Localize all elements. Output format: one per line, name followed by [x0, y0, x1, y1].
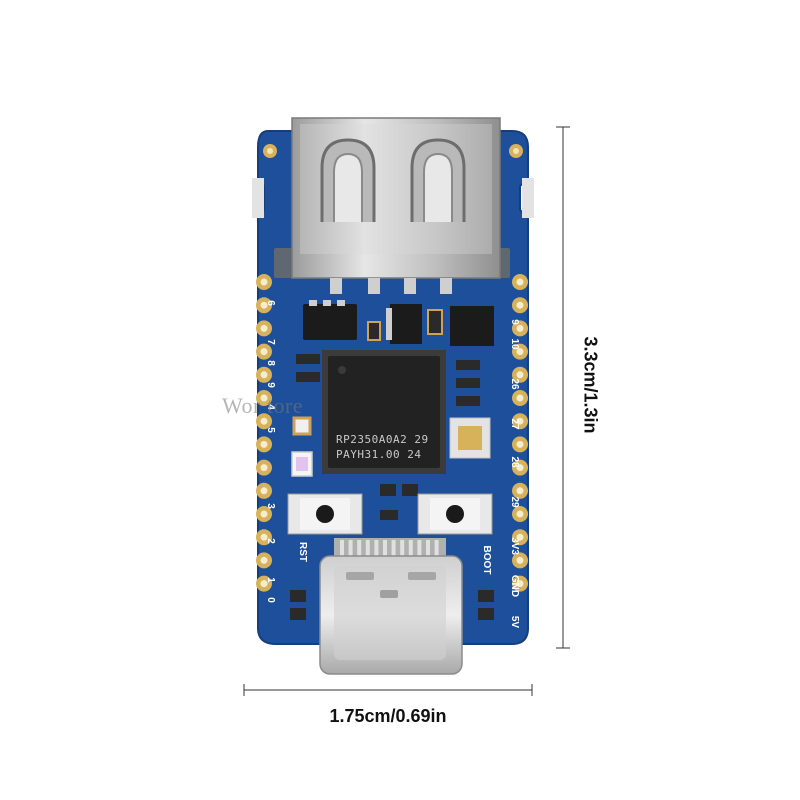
width-dimension-label: 1.75cm/0.69in — [329, 706, 447, 726]
left-pin-label: 0 — [265, 597, 276, 603]
castellated-pad — [512, 343, 528, 360]
usb-c-pin — [400, 540, 405, 558]
castellated-pad — [256, 529, 272, 546]
reset-button[interactable] — [287, 493, 363, 535]
usb-c-pin — [374, 540, 379, 558]
chip-marking-line2: PAYH31.00 24 — [336, 448, 422, 461]
left-pin-label: 6 — [265, 300, 276, 306]
left-castellated-pads — [256, 274, 272, 592]
usb-c-pin — [426, 540, 430, 558]
watermark: Wor tore — [222, 393, 304, 418]
castellated-pad — [512, 297, 528, 314]
width-dimension-line — [243, 684, 533, 696]
castellated-pad — [256, 366, 272, 383]
castellated-pad — [256, 320, 272, 337]
castellated-pad — [512, 575, 528, 592]
right-castellated-pads — [512, 274, 528, 592]
left-pin-label: 2 — [265, 538, 276, 544]
usb-c-pin — [365, 540, 370, 558]
right-pin-label: 10 — [509, 338, 520, 350]
chip-marking-line1: RP2350A0A2 29 — [336, 433, 429, 446]
right-pin-label: GND — [509, 574, 520, 598]
usb-c-pin — [417, 540, 422, 558]
castellated-pad — [512, 366, 528, 383]
usb-c-pin — [348, 540, 353, 558]
usb-a-connector — [274, 117, 510, 294]
castellated-pad — [512, 482, 528, 499]
castellated-pad — [256, 274, 272, 290]
castellated-pad — [512, 459, 528, 476]
reset-label: RST — [297, 542, 308, 562]
castellated-pad — [256, 575, 272, 592]
castellated-pad — [512, 274, 528, 290]
castellated-pad — [256, 390, 272, 406]
usb-c-pin — [383, 540, 387, 558]
rp2350-chip — [322, 350, 446, 474]
usb-c-connector — [319, 538, 463, 675]
right-pin-label: 28 — [509, 456, 520, 468]
usb-c-pin — [391, 540, 396, 558]
left-pin-label: 5 — [265, 427, 276, 433]
castellated-pad — [256, 297, 272, 314]
smd-components — [291, 300, 494, 520]
usb-c-pin — [340, 540, 344, 558]
castellated-pad — [512, 529, 528, 546]
castellated-pad — [512, 506, 528, 522]
boot-label: BOOT — [481, 545, 492, 575]
right-pin-label: 3V3 — [509, 537, 520, 555]
castellated-pad — [512, 390, 528, 406]
castellated-pad — [256, 459, 272, 476]
castellated-pad — [256, 436, 272, 453]
usb-c-pin — [408, 540, 413, 558]
castellated-pad — [256, 413, 272, 430]
height-dimension-label: 3.3cm/1.3in — [580, 336, 601, 434]
height-dimension-line — [556, 126, 570, 649]
castellated-pad — [256, 506, 272, 522]
boot-button[interactable] — [417, 493, 493, 535]
castellated-pad — [512, 436, 528, 453]
castellated-pad — [512, 413, 528, 430]
castellated-pad — [512, 552, 528, 569]
usb-c-pin — [357, 540, 362, 558]
right-pin-label: 29 — [509, 496, 520, 508]
usb-c-pin — [434, 540, 439, 558]
right-pin-label: 5V — [509, 615, 520, 629]
top-corner-pads — [252, 144, 534, 218]
castellated-pad — [256, 552, 272, 569]
castellated-pad — [256, 482, 272, 499]
castellated-pad — [256, 343, 272, 360]
left-pin-label: 3 — [265, 503, 276, 509]
bottom-pads — [290, 590, 494, 620]
castellated-pad — [512, 320, 528, 337]
